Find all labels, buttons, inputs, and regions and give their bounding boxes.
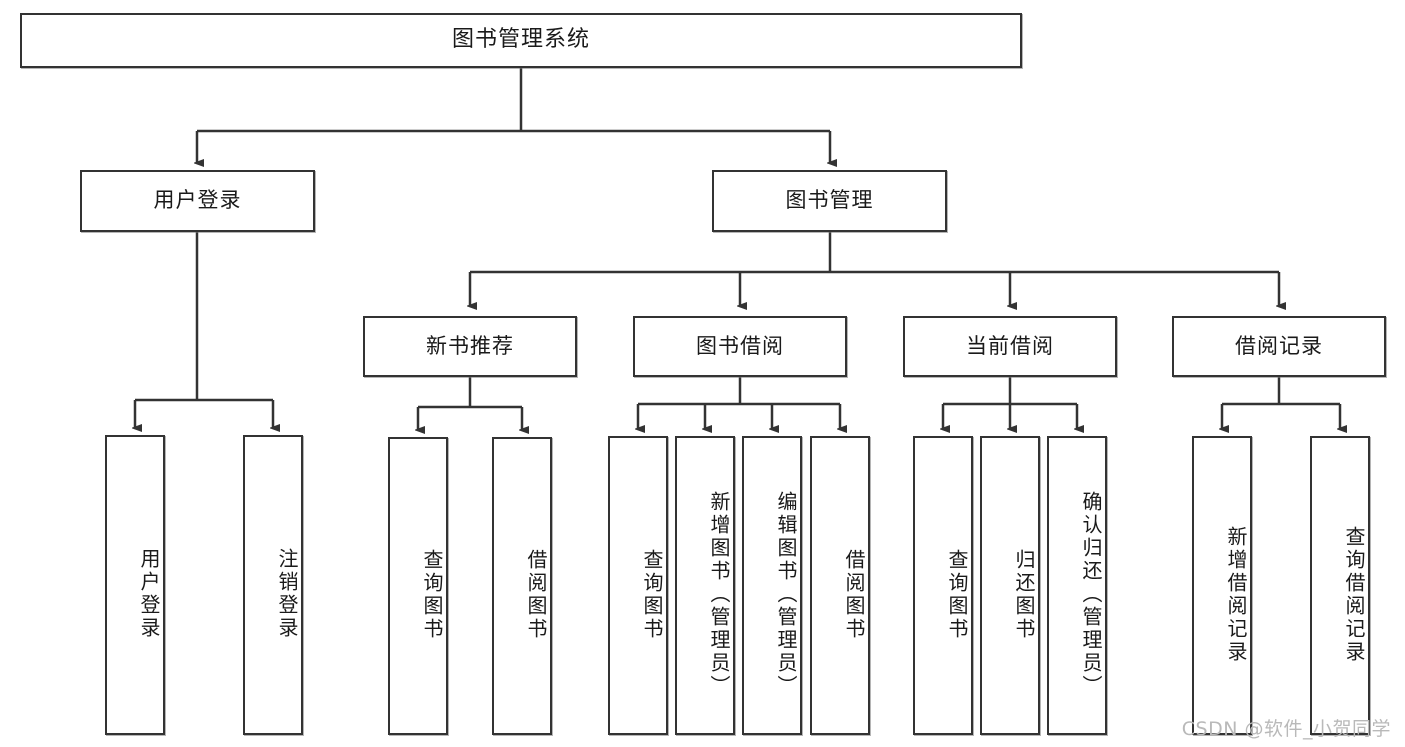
leaf-edit-book[interactable]: 编辑图书（管理员） [742, 436, 802, 735]
leaf-confirm-return[interactable]: 确认归还（管理员） [1047, 436, 1107, 735]
leaf-add-record[interactable]: 新增借阅记录 [1192, 436, 1252, 735]
leaf-add-book[interactable]: 新增图书（管理员） [675, 436, 735, 735]
node-new-book-recommend[interactable]: 新书推荐 [363, 316, 577, 377]
node-root-label: 图书管理系统 [451, 27, 590, 53]
node-borrow-record-label: 借阅记录 [1235, 333, 1323, 358]
node-borrow-record[interactable]: 借阅记录 [1172, 316, 1386, 377]
leaf-query-book-3-label: 查询图书 [945, 548, 969, 641]
node-user-login[interactable]: 用户登录 [80, 170, 315, 232]
leaf-query-book-3[interactable]: 查询图书 [913, 436, 973, 735]
watermark: CSDN @软件_小贺同学 [1181, 718, 1391, 740]
leaf-query-book-1-label: 查询图书 [420, 549, 444, 641]
leaf-borrow-book-1-label: 借阅图书 [524, 549, 548, 641]
node-current-borrow[interactable]: 当前借阅 [903, 316, 1117, 377]
leaf-add-book-label: 新增图书（管理员） [707, 491, 731, 698]
leaf-return-book[interactable]: 归还图书 [980, 436, 1040, 735]
node-book-manage-label: 图书管理 [785, 188, 874, 213]
leaf-query-book-1[interactable]: 查询图书 [388, 437, 448, 735]
leaf-edit-book-label: 编辑图书（管理员） [774, 491, 798, 698]
leaf-confirm-return-label: 确认归还（管理员） [1079, 491, 1103, 698]
leaf-return-book-label: 归还图书 [1012, 548, 1036, 641]
leaf-query-book-2[interactable]: 查询图书 [608, 436, 668, 735]
node-current-borrow-label: 当前借阅 [966, 333, 1054, 358]
node-book-borrow[interactable]: 图书借阅 [633, 316, 847, 377]
node-user-login-label: 用户登录 [153, 188, 242, 213]
leaf-logout-login-label: 注销登录 [275, 548, 299, 640]
leaf-logout-login[interactable]: 注销登录 [243, 435, 303, 735]
leaf-user-login-label: 用户登录 [137, 548, 161, 640]
leaf-query-book-2-label: 查询图书 [640, 548, 664, 641]
leaf-borrow-book-2-label: 借阅图书 [842, 548, 866, 641]
node-root[interactable]: 图书管理系统 [20, 13, 1022, 68]
leaf-add-record-label: 新增借阅记录 [1224, 525, 1248, 664]
node-new-book-recommend-label: 新书推荐 [426, 333, 514, 358]
leaf-query-record[interactable]: 查询借阅记录 [1310, 436, 1370, 735]
leaf-borrow-book-2[interactable]: 借阅图书 [810, 436, 870, 735]
leaf-borrow-book-1[interactable]: 借阅图书 [492, 437, 552, 735]
node-book-borrow-label: 图书借阅 [696, 333, 784, 358]
leaf-user-login[interactable]: 用户登录 [105, 435, 165, 735]
node-book-manage[interactable]: 图书管理 [712, 170, 947, 232]
leaf-query-record-label: 查询借阅记录 [1342, 525, 1366, 664]
